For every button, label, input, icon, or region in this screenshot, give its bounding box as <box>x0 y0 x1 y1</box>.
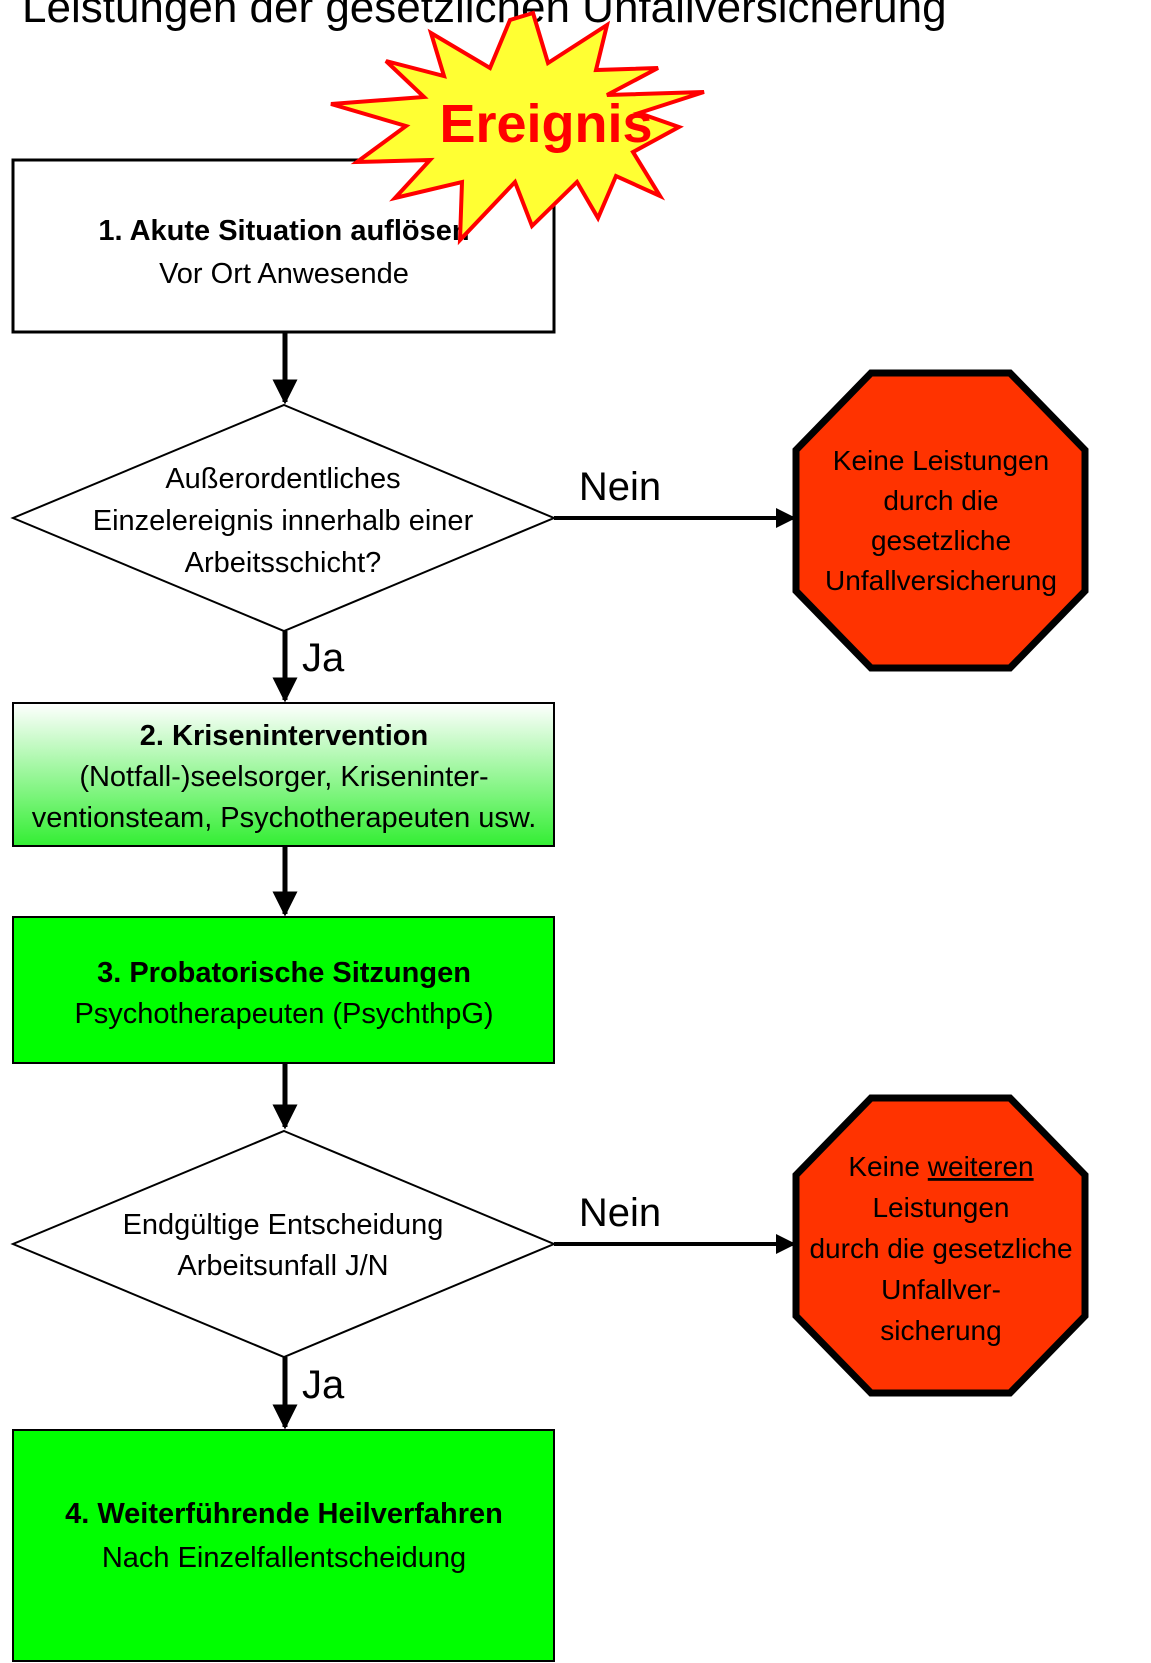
decision2-diamond <box>10 1129 557 1359</box>
stop1-line3: gesetzliche <box>871 525 1011 556</box>
stop2-line1-prefix: Keine <box>848 1151 927 1182</box>
step3-heading: 3. Probatorische Sitzungen <box>97 957 471 989</box>
step1-heading: 1. Akute Situation auflösen <box>98 215 469 247</box>
event-burst: Ereignis <box>330 10 705 246</box>
decision2-line1: Endgültige Entscheidung <box>123 1209 444 1241</box>
decision1-line1: Außerordentliches <box>165 463 400 495</box>
edge-label-yes-1: Ja <box>302 636 345 680</box>
step4-heading: 4. Weiterführende Heilverfahren <box>65 1498 503 1530</box>
step3-box <box>12 916 555 1064</box>
event-label: Ereignis <box>439 94 652 154</box>
step1-body: Vor Ort Anwesende <box>159 258 409 290</box>
stop2-line3: durch die gesetzliche <box>809 1233 1072 1264</box>
stop2-line2: Leistungen <box>872 1192 1009 1223</box>
step2-box <box>12 702 555 847</box>
stop1-line1: Keine Leistungen <box>833 445 1049 476</box>
stop2-line5: sicherung <box>880 1315 1001 1346</box>
decision1-line3: Arbeitsschicht? <box>185 547 382 579</box>
stop1-line4: Unfallversicherung <box>825 565 1057 596</box>
stop1-octagon <box>792 369 1089 672</box>
step4-box <box>12 1429 555 1662</box>
step2-body-line1: (Notfall-)seelsorger, Kriseninter- <box>79 761 488 793</box>
edge-label-yes-2: Ja <box>302 1363 345 1407</box>
step2-body-line2: ventionsteam, Psychotherapeuten usw. <box>32 802 537 834</box>
stop1-line2: durch die <box>883 485 998 516</box>
page-title: Leistungen der gesetzlichen Unfallversic… <box>22 0 947 32</box>
stop2-line1: Keine weiteren <box>848 1151 1033 1182</box>
stop2-octagon <box>792 1094 1089 1397</box>
decision1-line2: Einzelereignis innerhalb einer <box>93 505 474 537</box>
stop2-line1-underlined: weiteren <box>927 1151 1034 1182</box>
step4-body: Nach Einzelfallentscheidung <box>102 1542 466 1574</box>
decision2-line2: Arbeitsunfall J/N <box>177 1250 388 1282</box>
edge-label-no-1: Nein <box>579 465 661 509</box>
edge-label-no-2: Nein <box>579 1191 661 1235</box>
stop2-line4: Unfallver- <box>881 1274 1001 1305</box>
step2-heading: 2. Krisenintervention <box>140 720 428 752</box>
step3-body: Psychotherapeuten (PsychthpG) <box>74 998 493 1030</box>
